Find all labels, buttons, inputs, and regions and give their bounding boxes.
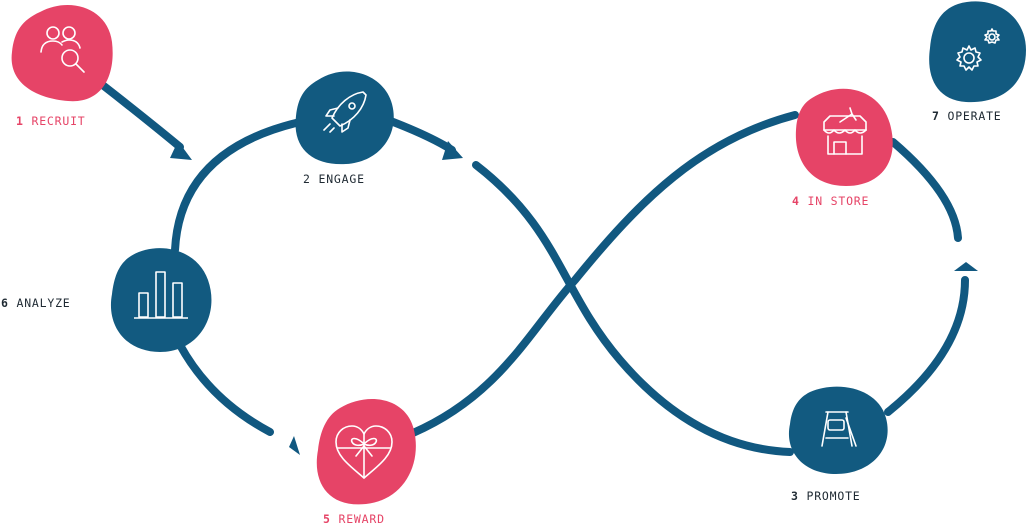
path-analyze-to-reward: [176, 341, 274, 436]
cycle-path: [96, 79, 969, 456]
step-number: 1: [16, 114, 24, 128]
blob-engage-shape: [295, 71, 394, 165]
storefront-icon: [823, 107, 867, 155]
path-promote-to-operate: [884, 276, 969, 416]
step-label-instore: 4 IN STORE: [792, 194, 869, 208]
arrowhead-engage: [442, 141, 463, 160]
step-title: IN STORE: [807, 194, 870, 208]
blob-operate: [929, 1, 1026, 103]
step-number: 4: [792, 194, 800, 208]
blob-analyze: [110, 248, 212, 352]
people-search-icon: [40, 26, 85, 73]
blob-recruit-shape: [11, 4, 113, 102]
step-number: 6: [1, 296, 9, 310]
blob-analyze-shape: [110, 248, 212, 352]
step-title: PROMOTE: [806, 489, 861, 503]
step-title: ANALYZE: [16, 296, 71, 310]
step-label-reward: 5 REWARD: [323, 512, 385, 526]
path-analyze-to-engage: [171, 118, 304, 254]
blob-engage: [295, 71, 394, 165]
step-title: ENGAGE: [318, 172, 365, 186]
step-label-operate: 7 OPERATE: [932, 109, 1002, 123]
step-label-promote: 3 PROMOTE: [791, 489, 861, 503]
rocket-icon: [323, 91, 367, 133]
path-instore-right: [889, 138, 962, 242]
step-title: OPERATE: [947, 109, 1002, 123]
arrowhead-analyze: [289, 436, 300, 455]
path-reward-to-instore: [409, 111, 799, 437]
step-label-engage: 2 ENGAGE: [303, 172, 365, 186]
step-title: RECRUIT: [31, 114, 86, 128]
blob-instore-shape: [795, 88, 893, 186]
bar-chart-icon: [134, 271, 188, 319]
step-number: 7: [932, 109, 940, 123]
gears-icon: [956, 28, 1000, 71]
blob-reward: [316, 398, 416, 505]
blob-reward-shape: [316, 398, 416, 505]
arrowheads: [170, 141, 978, 455]
path-cross-to-promote: [472, 161, 794, 456]
step-number: 3: [791, 489, 799, 503]
step-number: 2: [303, 172, 311, 186]
blob-promote: [788, 386, 888, 474]
blob-recruit: [11, 4, 113, 102]
step-title: REWARD: [338, 512, 385, 526]
path-engage-to-cross: [384, 116, 456, 154]
path-recruit-to-engage: [96, 79, 184, 151]
gift-heart-icon: [335, 425, 393, 479]
step-label-recruit: 1 RECRUIT: [16, 114, 86, 128]
sign-board-icon: [821, 411, 857, 447]
step-label-analyze: 6 ANALYZE: [1, 296, 71, 310]
arrowhead-operate: [954, 262, 978, 271]
step-number: 5: [323, 512, 331, 526]
arrowhead-recruit: [170, 141, 192, 160]
blob-instore: [795, 88, 893, 186]
